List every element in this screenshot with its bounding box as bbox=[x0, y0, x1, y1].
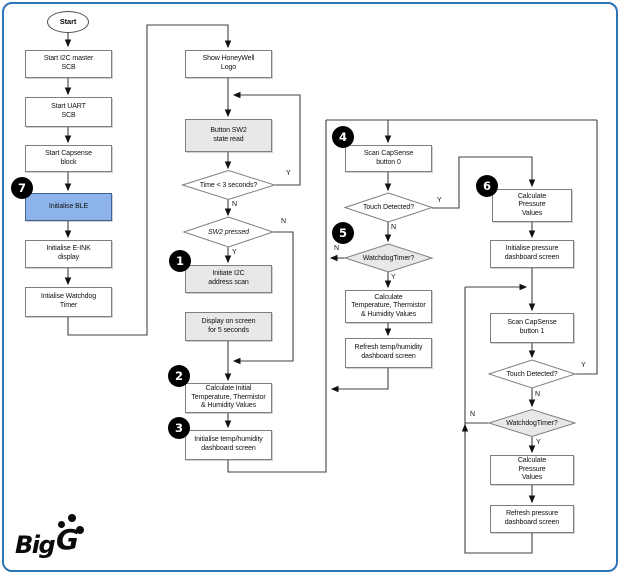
badge-1: 1 bbox=[169, 250, 191, 272]
decision-shapes bbox=[180, 169, 577, 438]
node-init-temp-dashboard: Initialise temp/humidity dashboard scree… bbox=[185, 430, 272, 460]
decision-shape-touch4 bbox=[487, 359, 577, 389]
connector-time-yes-loop bbox=[232, 91, 301, 186]
connector-refresh3-loop bbox=[330, 368, 389, 393]
connector-touch3-yes bbox=[432, 156, 536, 209]
connector-sw2-no bbox=[232, 231, 294, 365]
logo-letter-g: G bbox=[56, 523, 79, 556]
node-initialise-eink: Initialise E-INK display bbox=[25, 240, 112, 268]
logo-dot bbox=[68, 514, 76, 522]
node-calc-initial-values: Calculate Initial Temperature, Thermisto… bbox=[185, 383, 272, 413]
logo-dot bbox=[58, 521, 65, 528]
connector-refresh4-loop bbox=[464, 287, 533, 554]
label-watchdog4-no: N bbox=[470, 411, 476, 418]
node-calc-pressure-1: Calculate Pressure Values bbox=[492, 189, 572, 222]
label-touch3-yes: Y bbox=[437, 197, 442, 204]
node-calc-temp-values: Calculate Temperature, Thermistor & Humi… bbox=[345, 290, 432, 323]
label-touch4-yes: Y bbox=[581, 362, 586, 369]
badge-3: 3 bbox=[168, 417, 190, 439]
badge-5: 5 bbox=[332, 222, 354, 244]
node-start-uart: Start UART SCB bbox=[25, 97, 112, 127]
node-start: Start bbox=[47, 11, 89, 33]
connector-group bbox=[64, 24, 598, 554]
node-initiate-i2c-scan: Initiate I2C address scan bbox=[185, 265, 272, 293]
decision-shape-sw2 bbox=[182, 216, 275, 248]
label-touch4-no: N bbox=[535, 391, 541, 398]
node-scan-capsense-1: Scan CapSense button 1 bbox=[490, 313, 574, 343]
node-refresh-temp-dashboard: Refresh temp/humidity dashboard screen bbox=[345, 338, 432, 368]
label-watchdog3-yes: Y bbox=[391, 274, 396, 281]
logo-dot bbox=[76, 526, 84, 534]
label-sw2-yes: Y bbox=[232, 249, 237, 256]
decision-shape-watchdog3 bbox=[343, 243, 434, 273]
node-initialise-ble: Initialise BLE bbox=[25, 193, 112, 221]
decision-shape-time bbox=[180, 169, 277, 201]
label-sw2-no: N bbox=[281, 218, 287, 225]
decision-shape-watchdog4 bbox=[487, 408, 577, 438]
connector-init-to-main bbox=[67, 24, 232, 336]
logo-text-big: Big bbox=[15, 531, 56, 559]
node-init-pressure-dashboard: Initialise pressure dashboard screen bbox=[490, 240, 574, 268]
badge-7: 7 bbox=[11, 177, 33, 199]
decision-shape-touch3 bbox=[343, 192, 434, 223]
badge-2: 2 bbox=[168, 365, 190, 387]
badge-4: 4 bbox=[332, 126, 354, 148]
node-show-honeywell-logo: Show HoneyWell Logo bbox=[185, 50, 272, 78]
node-initialise-watchdog: Intialise Watchdog Timer bbox=[25, 287, 112, 317]
label-time-yes: Y bbox=[286, 170, 291, 177]
node-button-sw2-read: Button SW2 state read bbox=[185, 119, 272, 152]
badge-6: 6 bbox=[476, 175, 498, 197]
node-start-capsense: Start Capsense block bbox=[25, 145, 112, 172]
connector-dash-to-scanloop bbox=[227, 120, 327, 473]
node-calc-pressure-2: Calculate Pressure Values bbox=[490, 455, 574, 485]
label-watchdog4-yes: Y bbox=[536, 439, 541, 446]
connector-touch4-yes bbox=[575, 120, 598, 375]
node-start-i2c-master: Start I2C master SCB bbox=[25, 50, 112, 78]
label-watchdog3-no: N bbox=[334, 245, 340, 252]
label-time-no: N bbox=[232, 201, 238, 208]
node-display-5-seconds: Display on screen for 5 seconds bbox=[185, 312, 272, 341]
node-refresh-pressure-dashboard: Refresh pressure dashboard screen bbox=[490, 505, 574, 533]
label-touch3-no: N bbox=[391, 224, 397, 231]
node-scan-capsense-0: Scan CapSense button 0 bbox=[345, 145, 432, 172]
